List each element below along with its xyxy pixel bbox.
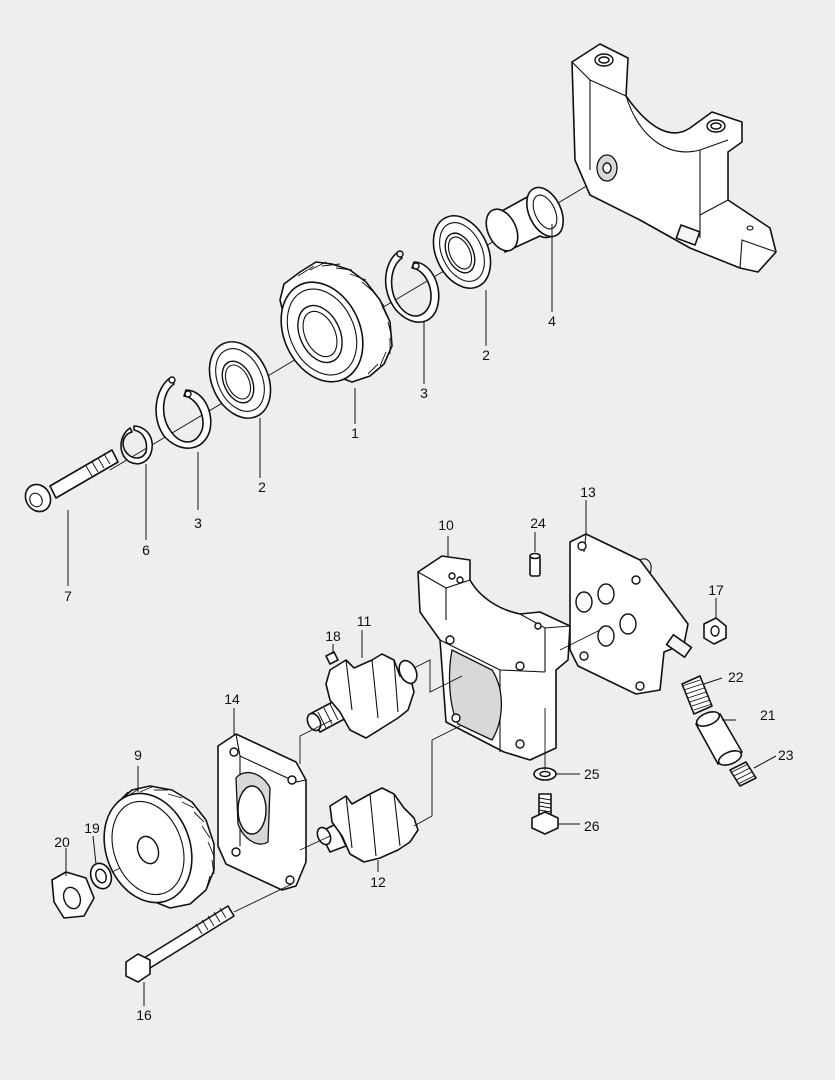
label-part-2-lower: 2 [258,479,266,495]
label-part-18: 18 [325,628,341,644]
part-number-labels: 1 2 2 3 3 4 6 7 9 10 11 12 13 14 16 17 1… [54,313,794,1023]
ball-bearing-part-2-lower [208,341,272,419]
label-part-26: 26 [584,818,600,834]
label-part-9: 9 [134,747,142,763]
hex-nut-part-20 [51,871,95,919]
leader-lines [65,224,777,1006]
socket-bolt-part-7 [24,449,119,513]
ball-bearing-part-2-upper [432,215,492,289]
label-part-17: 17 [708,582,724,598]
label-part-24: 24 [530,515,546,531]
cover-plate-part-13 [569,533,693,695]
bushing-part-4 [485,186,564,253]
label-part-7: 7 [64,588,72,604]
label-part-10: 10 [438,517,454,533]
pin-part-18 [325,651,339,665]
label-part-3-lower: 3 [194,515,202,531]
bottom-assembly-axes [111,629,601,913]
pump-housing-part-10 [417,555,571,761]
label-part-6: 6 [142,542,150,558]
circlip-part-3-upper [384,250,440,323]
label-part-2-upper: 2 [482,347,490,363]
gear-part-9 [103,785,215,909]
pump-rotor-part-12 [316,787,419,863]
gear-part-1 [279,261,393,383]
label-part-19: 19 [84,820,100,836]
label-part-14: 14 [224,691,240,707]
nut-part-17 [703,617,727,645]
bearing-bracket [571,43,777,273]
screw-part-26 [531,793,559,835]
label-part-20: 20 [54,834,70,850]
dowel-pin-part-24 [529,552,541,577]
label-part-21: 21 [760,707,776,723]
lock-washer-part-19 [89,862,113,890]
label-part-16: 16 [136,1007,152,1023]
pump-cover-part-14 [217,733,307,891]
label-part-25: 25 [584,766,600,782]
label-part-4: 4 [548,313,556,329]
label-part-11: 11 [357,613,372,629]
snap-ring-part-6 [120,425,153,465]
label-part-23: 23 [778,747,794,763]
label-part-13: 13 [580,484,596,500]
label-part-3-upper: 3 [420,385,428,401]
label-part-22: 22 [728,669,744,685]
piston-part-21 [695,711,743,766]
circlip-part-3-lower [155,376,212,449]
long-bolt-part-16 [125,905,235,983]
label-part-1: 1 [351,425,359,441]
label-part-12: 12 [370,874,386,890]
plug-part-23 [729,761,757,787]
spring-part-22 [681,675,713,715]
pump-rotor-part-11 [306,653,418,739]
